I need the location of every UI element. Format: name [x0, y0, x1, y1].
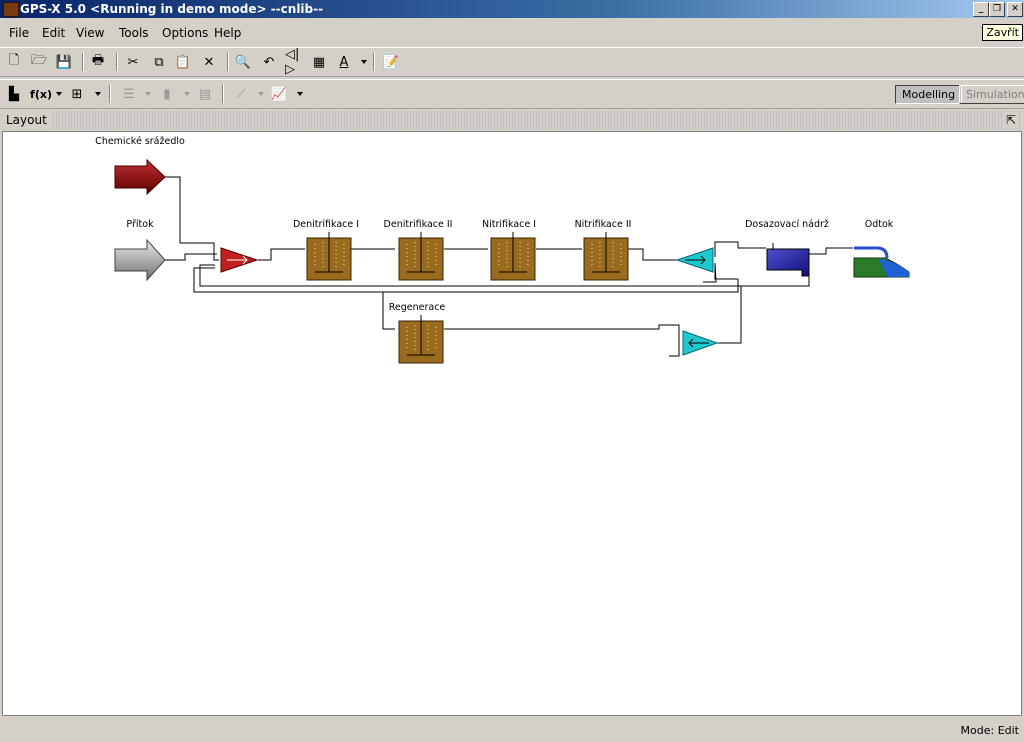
window-title: GPS-X 5.0 <Running in demo mode> --cnlib…	[20, 2, 324, 16]
sliders-dropdown-arrow[interactable]	[145, 92, 151, 96]
flip-icon[interactable]: ◁|▷	[285, 47, 300, 77]
menu-options[interactable]: Options	[162, 26, 209, 40]
layout-icon[interactable]: ▤	[198, 86, 212, 102]
open-folder-icon[interactable]: 🗁	[30, 53, 48, 68]
menu-file[interactable]: File	[9, 26, 30, 40]
layout-canvas[interactable]: Chemické srážedlo Přítok Denitrifikace I…	[2, 131, 1022, 716]
sliders-icon[interactable]: ☰	[123, 86, 135, 102]
menu-view[interactable]: View	[76, 26, 105, 40]
function-icon[interactable]: f(x)	[30, 87, 52, 101]
delete-icon[interactable]: ✕	[203, 54, 215, 70]
reactor-tank-regeneration-icon[interactable]	[398, 315, 444, 364]
standard-toolbar: 🗋 🗁 💾 🖶 ✂ ⧉ 📋 ✕ 🔍 ↶ ◁|▷ ▦ A 📝	[0, 47, 1024, 77]
display-dropdown-arrow[interactable]	[184, 92, 190, 96]
modelling-mode-button[interactable]: Modelling	[895, 85, 963, 104]
layout-header: Layout ⇱	[2, 111, 1022, 130]
cut-icon[interactable]: ✂	[127, 54, 139, 70]
close-tooltip: Zavřít	[982, 24, 1023, 41]
menu-bar: File Edit View Tools Options Help	[0, 19, 1024, 46]
chart-disabled-dropdown-arrow[interactable]	[258, 92, 264, 96]
nit2-label: Nitrifikace II	[574, 219, 632, 230]
close-button[interactable]: ✕	[1007, 2, 1023, 17]
menu-edit[interactable]: Edit	[42, 26, 66, 40]
inflow-label: Přítok	[126, 219, 154, 230]
nit1-label: Nitrifikace I	[481, 219, 537, 230]
display-icon[interactable]: ▮	[163, 86, 171, 102]
toolbar-separator	[222, 85, 224, 103]
notes-icon[interactable]: 📝	[382, 54, 400, 70]
modelling-toolbar: ▙ f(x) ⊞ ☰ ▮ ▤ ⟋ 📈 Modelling Simulation	[0, 79, 1024, 109]
inflow-arrow-icon[interactable]	[114, 238, 166, 282]
toolbar-separator	[373, 53, 375, 71]
toolbar-separator	[116, 53, 118, 71]
chemical-dosing-label: Chemické srážedlo	[95, 136, 185, 147]
save-icon[interactable]: 💾	[55, 54, 73, 70]
restore-button[interactable]: ❐	[989, 2, 1005, 17]
clarifier-icon[interactable]	[766, 243, 810, 277]
outflow-label: Odtok	[864, 219, 894, 230]
toolbar-separator	[109, 85, 111, 103]
font-dropdown-arrow[interactable]	[361, 60, 367, 64]
regeneration-label: Regenerace	[388, 302, 446, 313]
function-dropdown-arrow[interactable]	[56, 92, 62, 96]
chart-icon[interactable]: 📈	[270, 86, 288, 102]
title-bar: GPS-X 5.0 <Running in demo mode> --cnlib…	[0, 0, 1024, 18]
layout-title: Layout	[2, 111, 51, 130]
plant-icon[interactable]: ▙	[9, 86, 19, 102]
dosing-tank-label: Dosazovací nádrž	[745, 219, 829, 230]
paste-icon[interactable]: 📋	[174, 54, 192, 70]
minimize-button[interactable]: _	[973, 2, 989, 17]
undo-icon[interactable]: ↶	[263, 54, 275, 70]
undock-icon[interactable]: ⇱	[1003, 112, 1019, 128]
toolbar-separator	[82, 53, 84, 71]
reactor-tank-denit2-icon[interactable]	[398, 232, 444, 281]
denit1-label: Denitrifikace I	[292, 219, 360, 230]
mode-status: Mode: Edit	[960, 724, 1019, 737]
zoom-icon[interactable]: 🔍	[234, 54, 252, 70]
status-bar: Mode: Edit	[0, 718, 1024, 742]
font-icon[interactable]: A	[339, 54, 349, 70]
reactor-tank-nit2-icon[interactable]	[583, 232, 629, 281]
controller-dropdown-arrow[interactable]	[95, 92, 101, 96]
app-icon[interactable]	[3, 2, 19, 17]
outflow-icon[interactable]	[853, 246, 910, 278]
simulation-mode-button[interactable]: Simulation	[959, 85, 1024, 104]
print-icon[interactable]: 🖶	[91, 53, 105, 68]
toolbar-separator	[227, 53, 229, 71]
grid-icon[interactable]: ▦	[312, 54, 326, 70]
denit2-label: Denitrifikace II	[383, 219, 453, 230]
reactor-tank-nit1-icon[interactable]	[490, 232, 536, 281]
connection-lines	[165, 176, 853, 357]
chart-dropdown-arrow[interactable]	[297, 92, 303, 96]
chart-disabled-icon[interactable]: ⟋	[236, 86, 246, 102]
copy-icon[interactable]: ⧉	[154, 54, 164, 70]
flow-diagram	[114, 158, 910, 364]
chemical-dosing-arrow-icon[interactable]	[114, 158, 166, 196]
menu-tools[interactable]: Tools	[119, 26, 149, 40]
controller-icon[interactable]: ⊞	[71, 86, 83, 102]
menu-help[interactable]: Help	[214, 26, 242, 40]
reactor-tank-denit1-icon[interactable]	[306, 232, 352, 281]
new-file-icon[interactable]: 🗋	[8, 53, 20, 68]
